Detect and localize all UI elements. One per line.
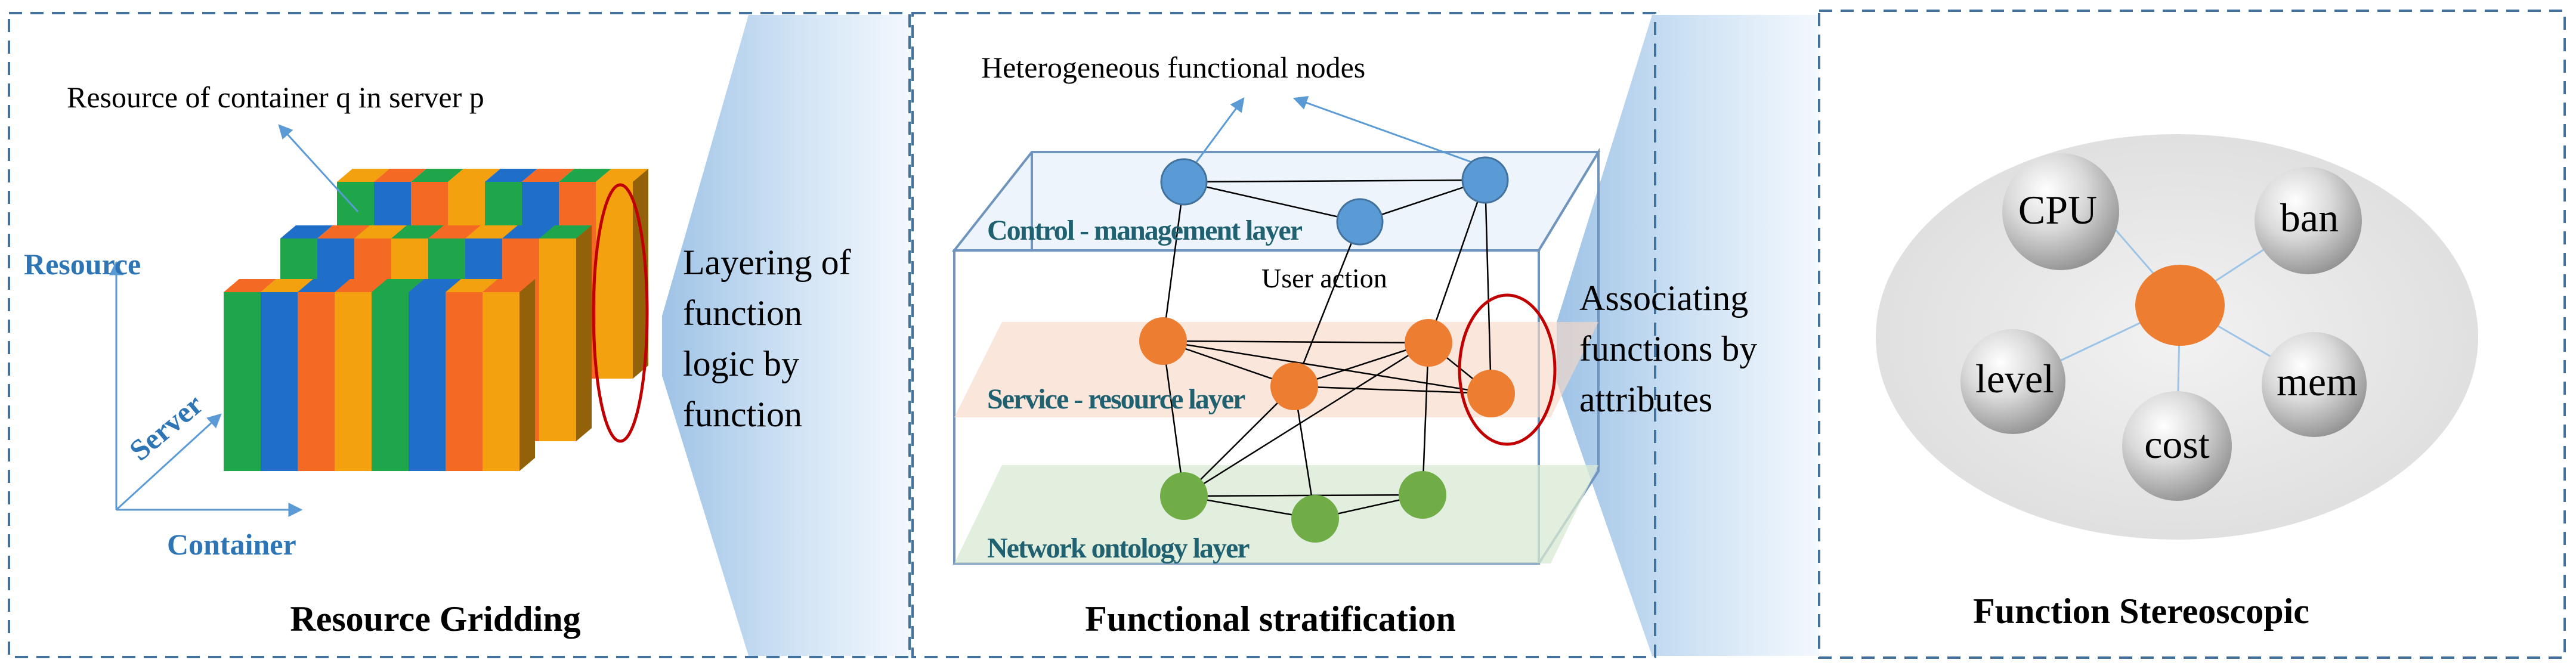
bar-top-2-1 — [261, 279, 313, 292]
funnel-2-line-1: Associating — [1579, 278, 1748, 318]
bar-side-0 — [633, 169, 648, 379]
sphere-cost — [2122, 391, 2232, 501]
bar-top-0-3 — [448, 169, 500, 182]
funnel-1-line-3: logic by — [683, 344, 799, 383]
bar-top-2-2 — [298, 279, 350, 292]
funnel-2-line-3: attributes — [1579, 380, 1712, 419]
sphere-label-cpu: CPU — [2018, 187, 2097, 233]
panel-2-frame — [911, 12, 1656, 658]
axis-label-resource: Resource — [24, 247, 141, 281]
bar-front-0-7 — [596, 182, 633, 379]
funnel-2-shape — [1557, 15, 1819, 656]
layer-label-service: Service - resource layer — [987, 383, 1245, 415]
bar-top-1-7 — [539, 225, 592, 238]
layer-label-control: Control - management layer — [987, 215, 1303, 246]
service-node-3 — [1405, 319, 1452, 367]
bar-top-2-3 — [335, 279, 387, 292]
bar-top-2-5 — [409, 279, 461, 292]
sphere-label-cost: cost — [2144, 422, 2210, 467]
bar-top-1-1 — [317, 225, 370, 238]
bar-top-0-4 — [485, 169, 537, 182]
caption-resource-gridding: Resource Gridding — [290, 599, 580, 639]
resource-bar-grid — [224, 169, 648, 471]
hetero-nodes-label: Heterogeneous functional nodes — [981, 51, 1365, 84]
layer-label-network: Network ontology layer — [987, 532, 1250, 564]
network-node-2 — [1291, 495, 1339, 543]
sphere-ban — [2255, 167, 2362, 274]
network-node-3 — [1399, 471, 1446, 519]
panel-3-frame — [1818, 10, 2566, 659]
funnel-1-shape — [662, 15, 913, 656]
container-annotation-arrow — [278, 124, 359, 213]
sphere-label-mem: mem — [2277, 359, 2358, 404]
bar-top-1-6 — [502, 225, 555, 238]
bar-top-0-0 — [337, 169, 389, 182]
bar-top-1-3 — [391, 225, 444, 238]
sphere-mem — [2262, 332, 2367, 437]
bar-front-2-3 — [335, 292, 372, 471]
axis-label-server: Server — [123, 388, 209, 467]
control-node-2 — [1461, 156, 1509, 204]
funnel-1-line-2: function — [683, 293, 802, 333]
service-node-4 — [1467, 370, 1515, 417]
bar-top-0-1 — [374, 169, 426, 182]
bar-front-2-2 — [298, 292, 335, 471]
bar-side-2 — [519, 279, 535, 471]
bar-side-1 — [576, 225, 592, 441]
container-annotation-text: Resource of container q in server p — [67, 80, 484, 114]
funnel-1-line-4: function — [683, 395, 802, 434]
bar-front-2-4 — [372, 292, 409, 471]
bar-top-0-7 — [596, 169, 648, 182]
service-node-2 — [1270, 363, 1318, 410]
control-node-1 — [1160, 158, 1208, 206]
funnel-1-line-1: Layering of — [683, 243, 851, 282]
bar-front-2-1 — [261, 292, 298, 471]
highlight-ellipse-servers — [592, 183, 649, 443]
bar-top-1-5 — [465, 225, 518, 238]
bar-top-2-0 — [224, 279, 276, 292]
sphere-label-level: level — [1975, 356, 2054, 401]
bar-top-0-2 — [411, 169, 463, 182]
axis-label-container: Container — [167, 528, 296, 561]
control-node-3 — [1336, 198, 1384, 246]
bar-top-0-5 — [522, 169, 574, 182]
bar-front-2-0 — [224, 292, 261, 471]
bar-front-2-6 — [446, 292, 483, 471]
bar-top-1-2 — [354, 225, 407, 238]
bar-top-2-4 — [372, 279, 424, 292]
user-action-label: User action — [1261, 263, 1387, 293]
network-node-1 — [1160, 472, 1208, 520]
funnel-2-line-2: functions by — [1579, 329, 1757, 368]
sphere-level — [1960, 329, 2065, 434]
bar-front-1-7 — [539, 238, 576, 441]
bar-top-2-6 — [446, 279, 498, 292]
central-function-node — [2135, 265, 2225, 346]
caption-function-stereoscopic: Function Stereoscopic — [1973, 591, 2309, 631]
highlight-ellipse-attribute-nodes — [1458, 293, 1557, 446]
bar-front-2-5 — [409, 292, 446, 471]
sphere-cpu — [2002, 153, 2119, 270]
axis-server — [115, 413, 222, 511]
bar-top-1-4 — [428, 225, 481, 238]
bar-top-2-7 — [483, 279, 535, 292]
service-node-1 — [1139, 317, 1187, 365]
hetero-arrow-right — [1292, 96, 1486, 168]
sphere-label-ban: ban — [2280, 195, 2339, 240]
bar-top-1-0 — [280, 225, 333, 238]
bar-front-2-7 — [483, 292, 519, 471]
caption-functional-stratification: Functional stratification — [1085, 599, 1456, 639]
bar-top-0-6 — [559, 169, 611, 182]
